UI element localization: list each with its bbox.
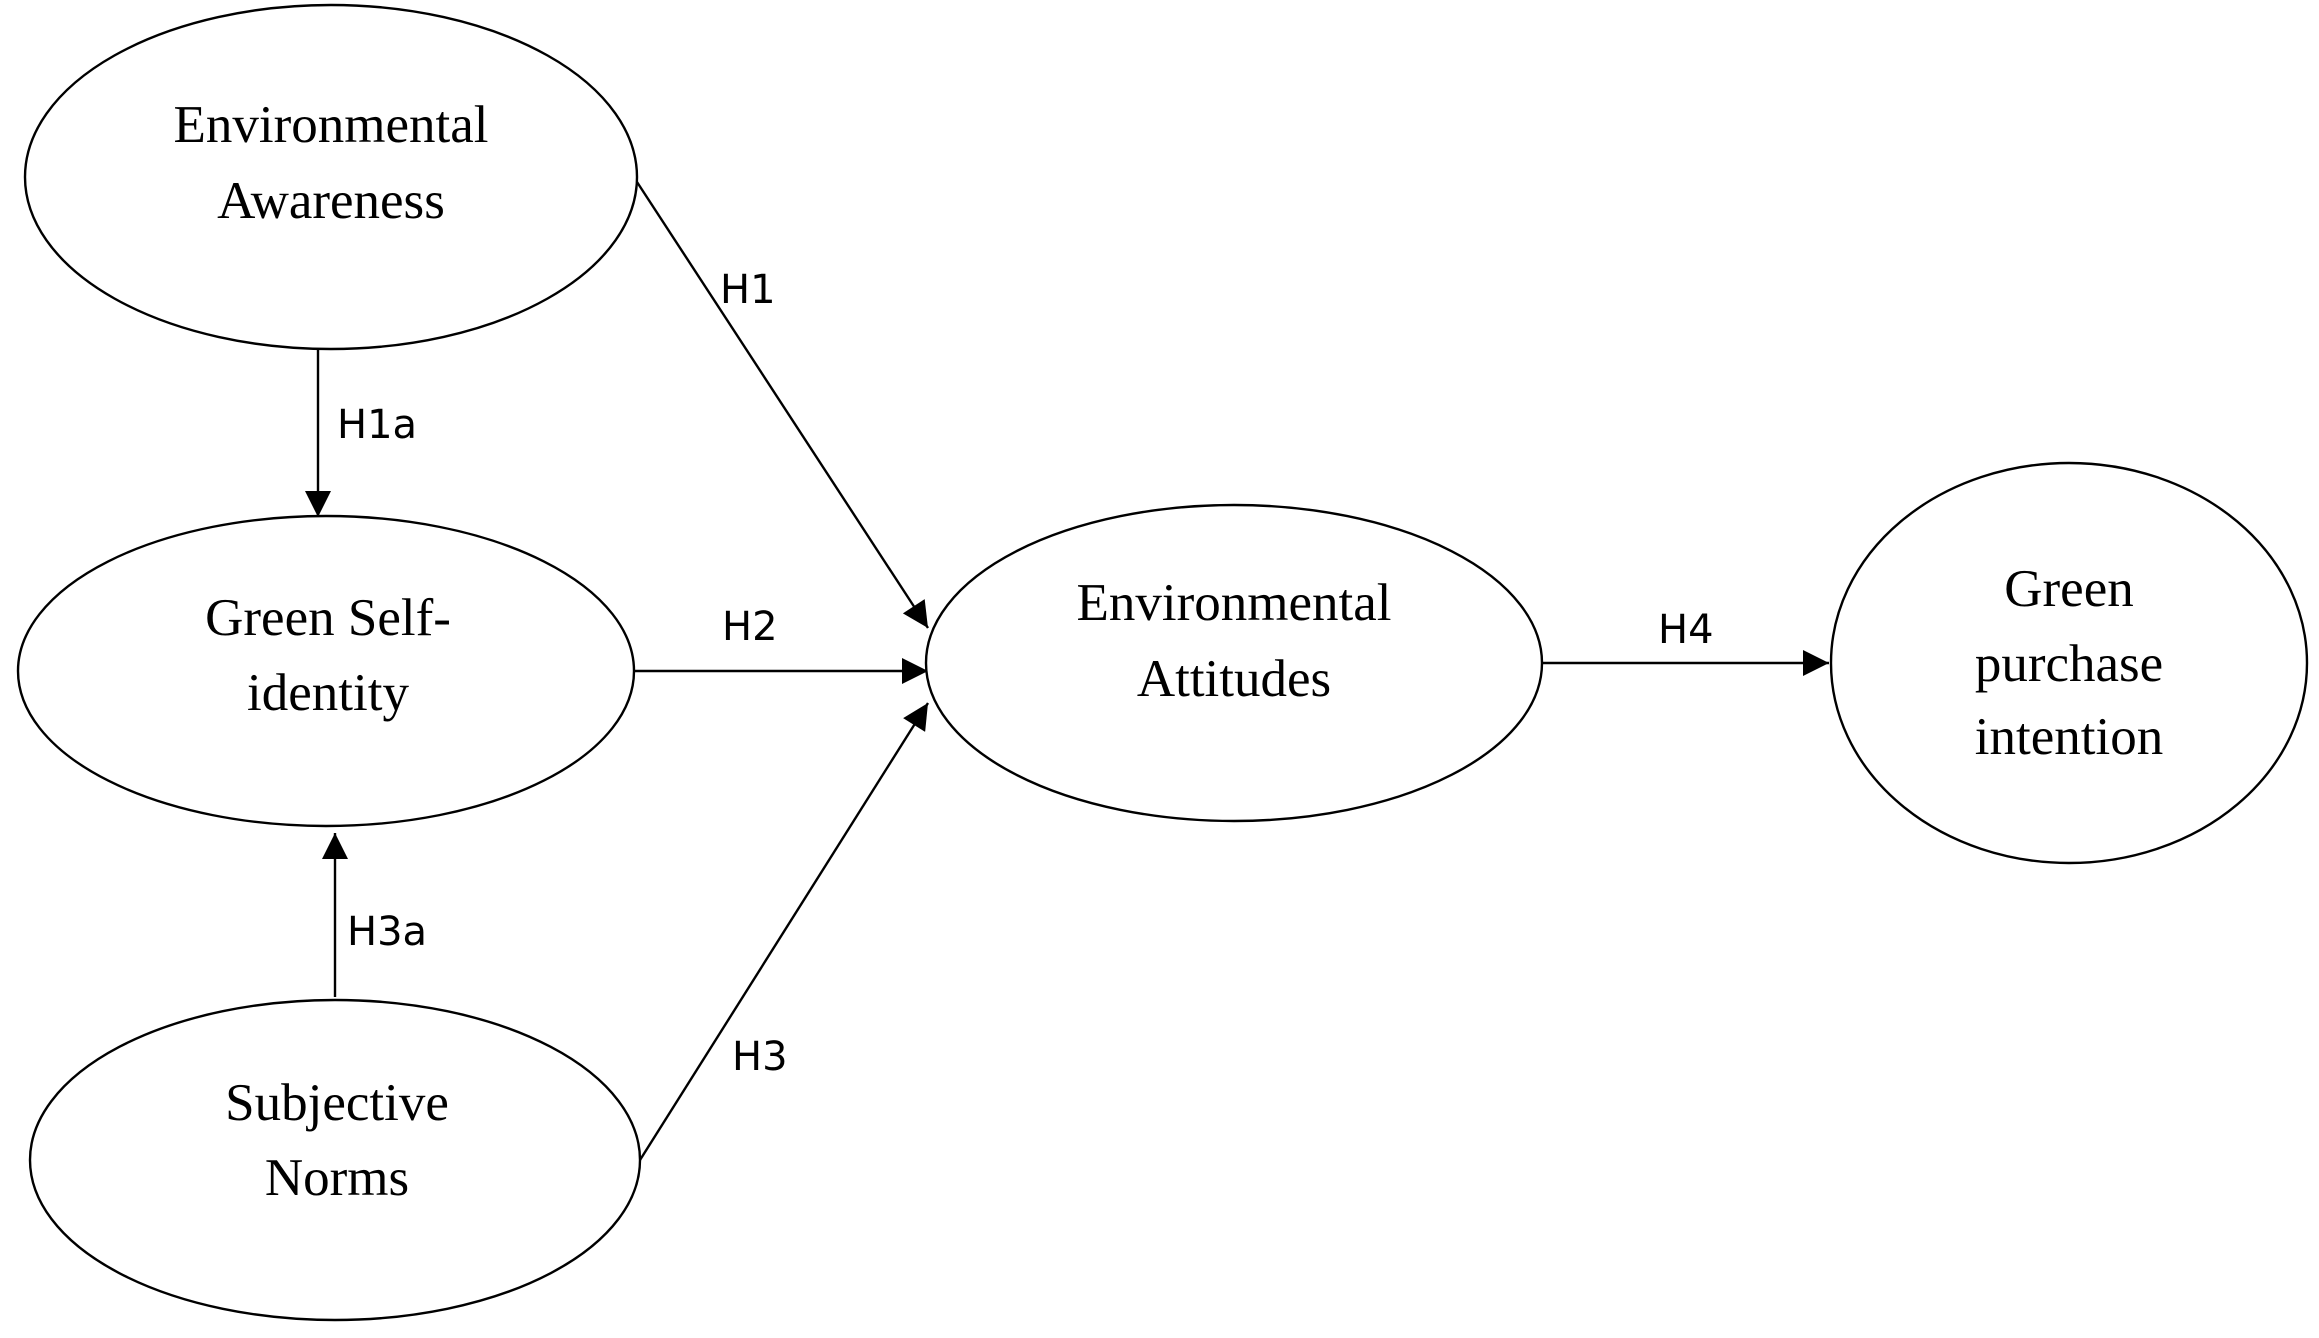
edge-h1-arrow [635,181,930,629]
edge-label-h2: H2 [722,604,778,650]
node-label-line: identity [247,664,409,722]
edge-label-h3: H3 [732,1034,788,1080]
node-label-line: Green Self- [205,589,451,647]
edge-label-h3a: H3a [347,909,427,955]
node-label-line: Attitudes [1137,650,1331,708]
edge-label-h1: H1 [720,267,776,313]
edge-label-h4: H4 [1658,607,1714,653]
node-label-line: Green [2004,560,2133,618]
node-subjective-norms: Subjective Norms [28,998,642,1322]
node-label-line: Norms [265,1149,409,1207]
node-label-line: Awareness [217,172,445,230]
edges [305,181,1829,1161]
edge-h3-arrow [638,702,930,1161]
node-green-purchase-intention: Green purchase intention [1829,461,2309,865]
node-environmental-attitudes: Environmental Attitudes [924,503,1544,823]
node-label-line: Subjective [225,1074,449,1132]
node-label-line: Environmental [174,96,489,154]
edge-label-h1a: H1a [337,402,417,448]
node-green-self-identity: Green Self- identity [16,514,636,828]
node-label-line: Environmental [1077,574,1392,632]
node-label-line: intention [1975,708,2163,766]
node-label-line: purchase [1975,635,2163,693]
node-environmental-awareness: Environmental Awareness [23,3,639,351]
edge-labels: H1 H1a H2 H3 H3a H4 [337,267,1714,1080]
